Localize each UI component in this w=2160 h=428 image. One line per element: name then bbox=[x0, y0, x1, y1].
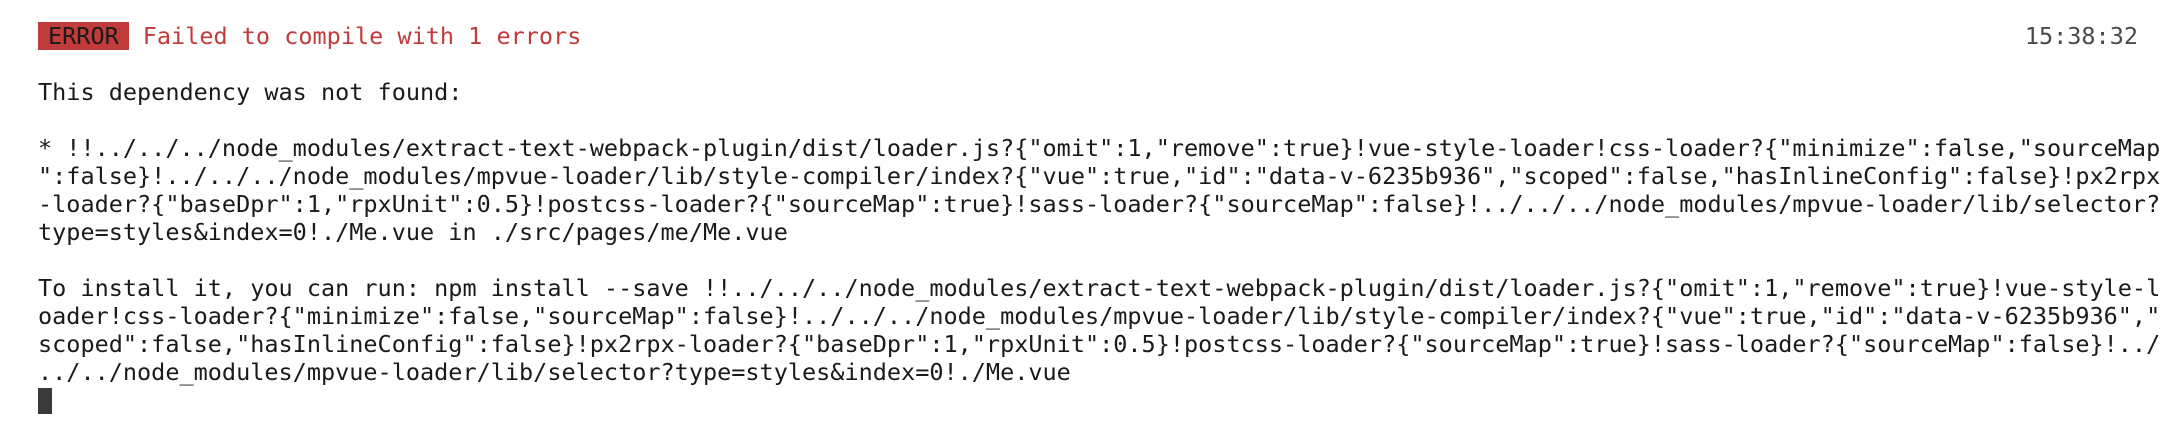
install-line: To install it, you can run: npm install … bbox=[38, 274, 2160, 302]
dependency-block: * !!../../../node_modules/extract-text-w… bbox=[38, 134, 2160, 246]
dependency-line: * !!../../../node_modules/extract-text-w… bbox=[38, 134, 2160, 162]
error-badge: ERROR bbox=[38, 22, 129, 50]
dependency-line: -loader?{"baseDpr":1,"rpxUnit":0.5}!post… bbox=[38, 190, 2160, 218]
blank-line bbox=[38, 50, 2156, 78]
error-message: Failed to compile with 1 errors bbox=[142, 22, 582, 50]
install-line: ../../node_modules/mpvue-loader/lib/sele… bbox=[38, 358, 1071, 386]
dependency-line: ":false}!../../../node_modules/mpvue-loa… bbox=[38, 162, 2160, 190]
terminal-cursor[interactable] bbox=[38, 388, 52, 414]
timestamp: 15:38:32 bbox=[2024, 22, 2138, 50]
dependency-line: type=styles&index=0!./Me.vue in ./src/pa… bbox=[38, 218, 788, 246]
compile-status-row: ERROR Failed to compile with 1 errors 15:… bbox=[38, 22, 2156, 50]
not-found-message: This dependency was not found: bbox=[38, 78, 463, 106]
blank-line bbox=[38, 246, 2156, 274]
install-hint-block: To install it, you can run: npm install … bbox=[38, 274, 2160, 386]
install-line: scoped":false,"hasInlineConfig":false}!p… bbox=[38, 330, 2160, 358]
install-line: oader!css-loader?{"minimize":false,"sour… bbox=[38, 302, 2160, 330]
blank-line bbox=[38, 106, 2156, 134]
